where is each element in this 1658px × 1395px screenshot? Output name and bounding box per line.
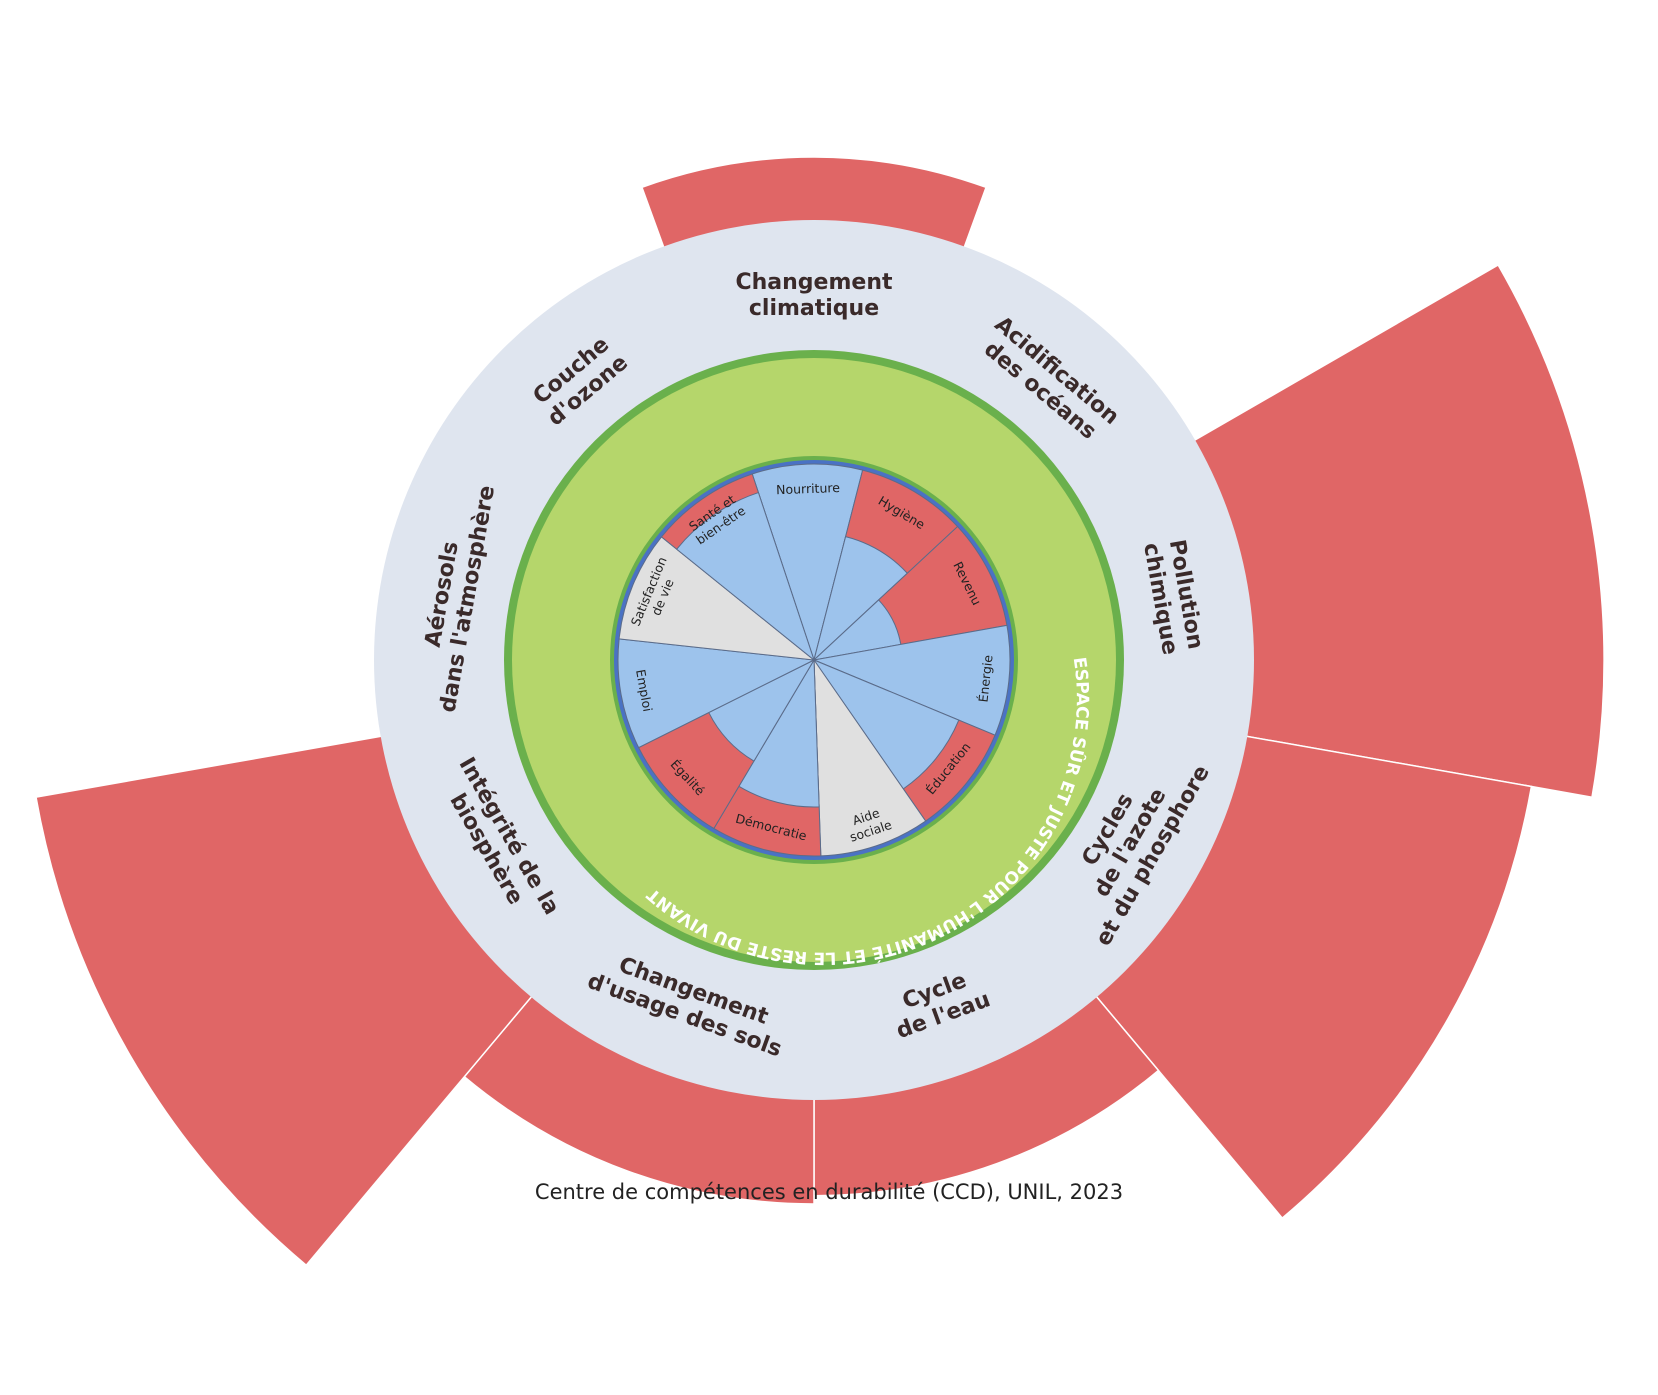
social-foundation: [614, 460, 1014, 860]
social-sector-emploi: [617, 638, 816, 749]
social-label-nourriture: Nourriture: [776, 479, 841, 496]
source-caption: Centre de compétences en durabilité (CCD…: [534, 1180, 1124, 1204]
social-sector-nourriture: [751, 463, 864, 662]
social-sector-satisfaction-de-vie: [618, 536, 816, 661]
social-level-sante-et-bien-etre: [676, 491, 816, 662]
social-level-democratie: [738, 658, 820, 808]
social-label-aide-sociale: Aidesociale: [843, 802, 894, 844]
social-label-emploi: Emploi: [634, 668, 656, 713]
social-sector-aide-sociale: [813, 658, 927, 857]
social-level-education: [812, 658, 960, 790]
social-label-energie: Énergie: [975, 654, 995, 703]
social-sector-energie: [812, 624, 1011, 736]
